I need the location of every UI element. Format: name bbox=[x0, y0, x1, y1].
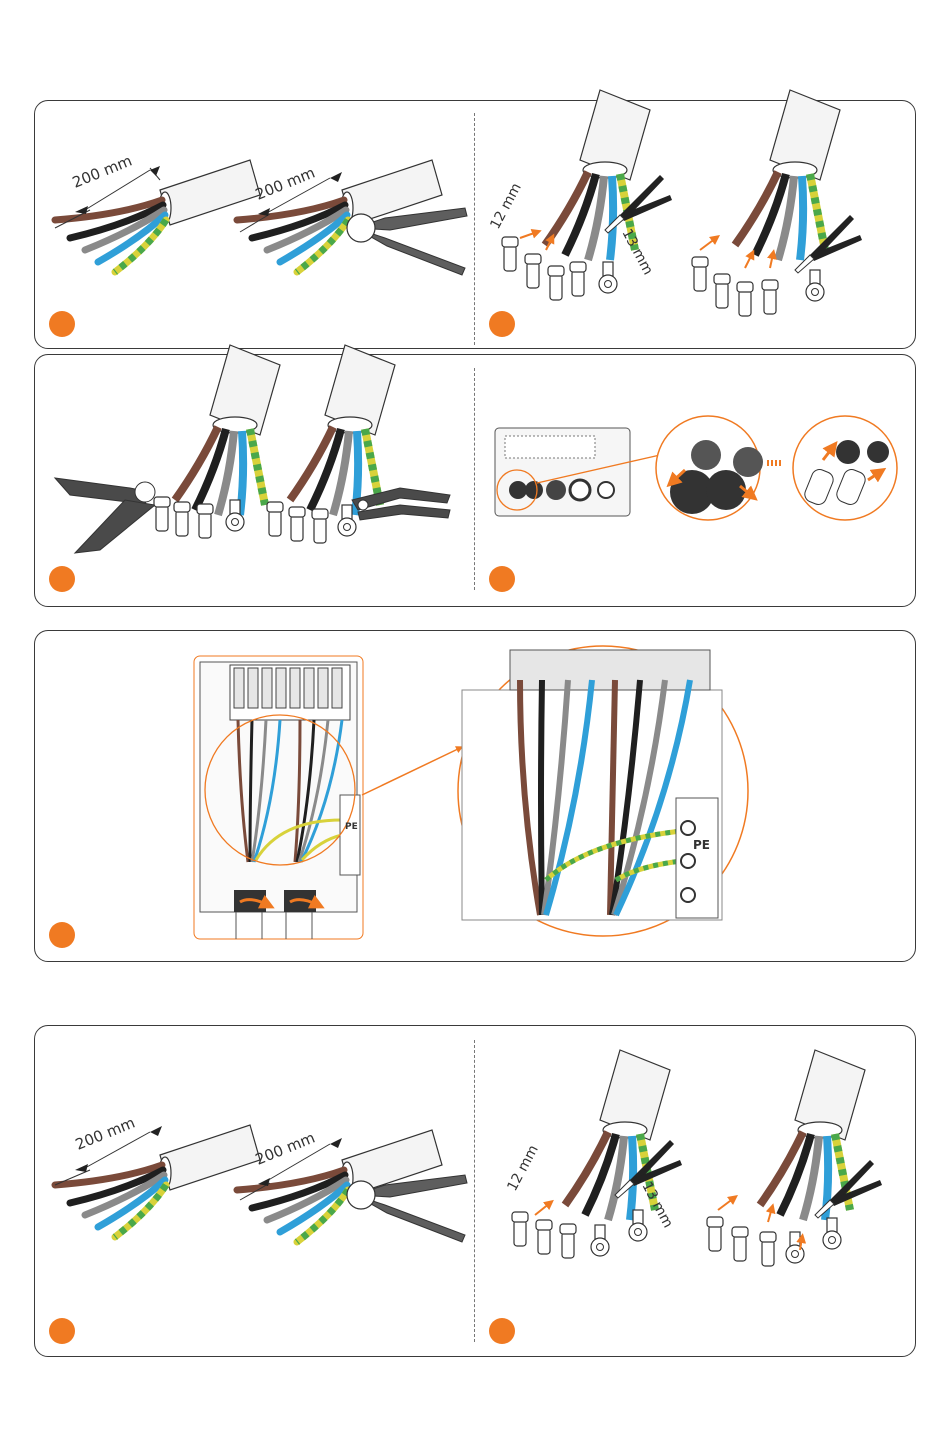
strip-length-label: 200 mm bbox=[253, 1129, 318, 1169]
zoom-arrow bbox=[362, 748, 460, 795]
strip-length-label: 200 mm bbox=[73, 1114, 138, 1154]
cut-cable-illustration bbox=[237, 160, 467, 275]
strip-length-label: 200 mm bbox=[253, 164, 318, 204]
crimp-tool-illustration bbox=[55, 345, 280, 553]
inverter-cable-glands-illustration bbox=[495, 416, 897, 520]
ferrule-length-label: 12 mm bbox=[487, 181, 524, 232]
ferrule-attached-illustration bbox=[707, 1050, 882, 1266]
terminal-block-illustration: PE bbox=[194, 656, 363, 939]
ferrule-attached-illustration bbox=[692, 90, 862, 316]
pe-label: PE bbox=[693, 838, 710, 852]
terminal-zoom-illustration: PE bbox=[458, 646, 748, 936]
ferrule-length-label: 12 mm bbox=[504, 1143, 541, 1194]
crimp-lug-illustration bbox=[267, 345, 450, 543]
pe-label: PE bbox=[345, 822, 358, 832]
lug-length-label: 13 mm bbox=[618, 226, 655, 277]
lug-length-label: 13 mm bbox=[638, 1179, 675, 1230]
